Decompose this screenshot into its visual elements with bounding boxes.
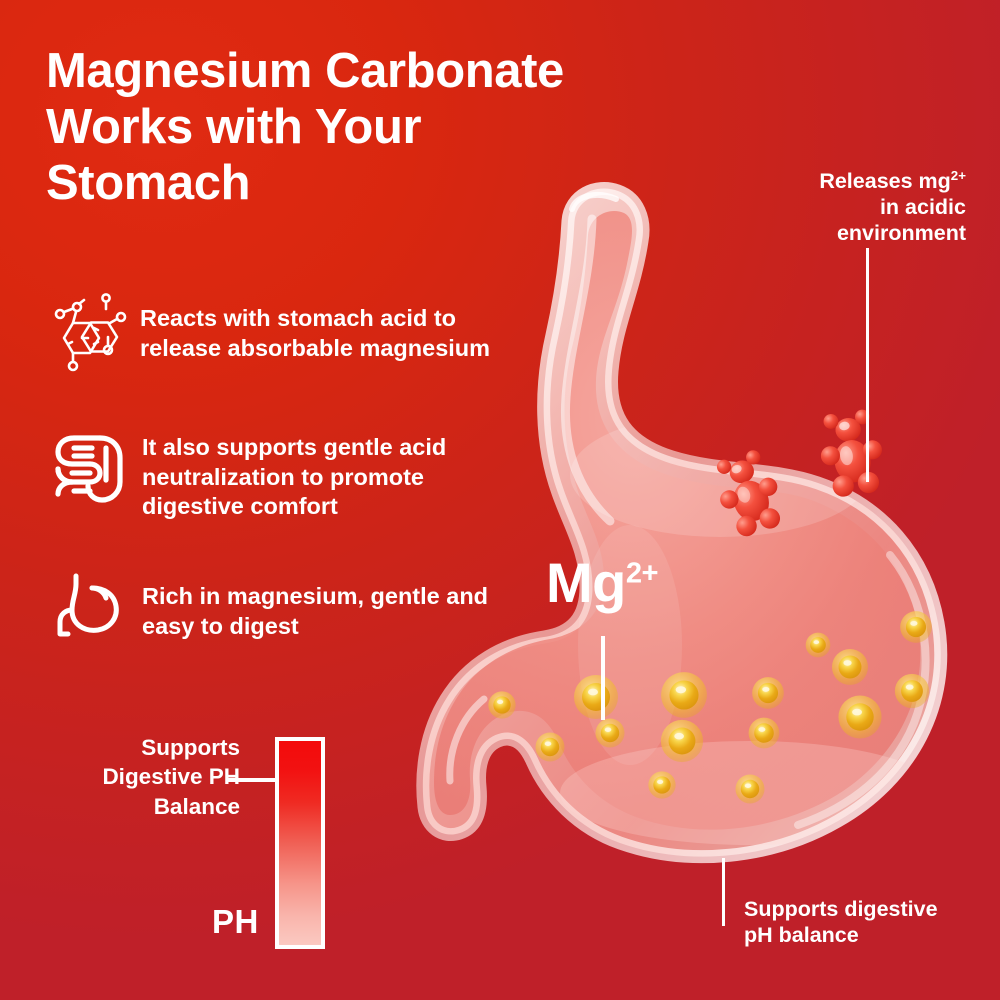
pylorus-highlight	[446, 695, 488, 785]
title-line-2: Works with Your	[46, 99, 422, 154]
leader-line-top	[866, 248, 869, 482]
stomach-illustration	[416, 175, 1000, 905]
benefit-label: Reacts with stomach acid to release abso…	[140, 305, 491, 361]
ph-label-line-2: Digestive PH	[102, 764, 240, 790]
leader-line-magnesium	[601, 636, 605, 720]
benefit-item-intestine: It also supports gentle acid neutralizat…	[50, 428, 520, 522]
benefit-item-stomach: Rich in magnesium, gentle and easy to di…	[52, 570, 522, 650]
esophagus-top-gloss	[569, 191, 619, 212]
title-line-3: Stomach	[46, 155, 251, 210]
stomach-outline-icon	[52, 570, 132, 650]
intestine-icon	[50, 428, 130, 508]
callout-top-text: Releases mg	[819, 169, 951, 193]
ph-caption: PH	[212, 903, 259, 940]
page-title: Magnesium Carbonate Works with Your Stom…	[46, 44, 686, 212]
magnesium-ion-label: Mg2+	[546, 555, 659, 611]
callout-bottom-line-1: Supports digestive	[744, 897, 938, 921]
ph-balance-label: Supports Digestive PH Balance	[50, 733, 240, 821]
ph-connector-line	[228, 778, 276, 782]
molecule-icon	[48, 293, 128, 378]
leader-line-bottom	[722, 858, 725, 926]
gummy-bear	[820, 409, 882, 497]
benefit-label: It also supports gentle acid neutralizat…	[142, 434, 447, 520]
stomach-lumen	[434, 211, 921, 830]
ph-label-line-3: Balance	[153, 793, 240, 819]
callout-top-line-2: in acidic	[879, 195, 966, 220]
callout-top-line-3: environment	[836, 221, 966, 246]
benefit-label: Rich in magnesium, gentle and easy to di…	[142, 583, 489, 639]
callout-ph-balance: Supports digestive pH balance	[744, 896, 984, 948]
esophagus-highlight	[560, 214, 615, 526]
title-line-1: Magnesium Carbonate	[46, 44, 564, 98]
ph-gradient-bar	[275, 737, 325, 949]
greater-curvature-highlight	[794, 551, 930, 829]
ph-label-line-1: Supports	[141, 735, 240, 760]
mg-symbol: Mg	[546, 551, 626, 614]
gummy-bear	[716, 450, 781, 537]
callout-releases-magnesium: Releases mg2+ in acidic environment	[736, 168, 966, 247]
benefit-item-molecule: Reacts with stomach acid to release abso…	[48, 293, 518, 378]
callout-bottom-line-2: pH balance	[744, 923, 859, 948]
callout-top-line-1: Releases mg2+	[736, 168, 966, 194]
magnesium-droplets	[488, 611, 932, 804]
mg-charge-superscript: 2+	[625, 557, 659, 590]
charge-superscript: 2+	[950, 167, 966, 183]
